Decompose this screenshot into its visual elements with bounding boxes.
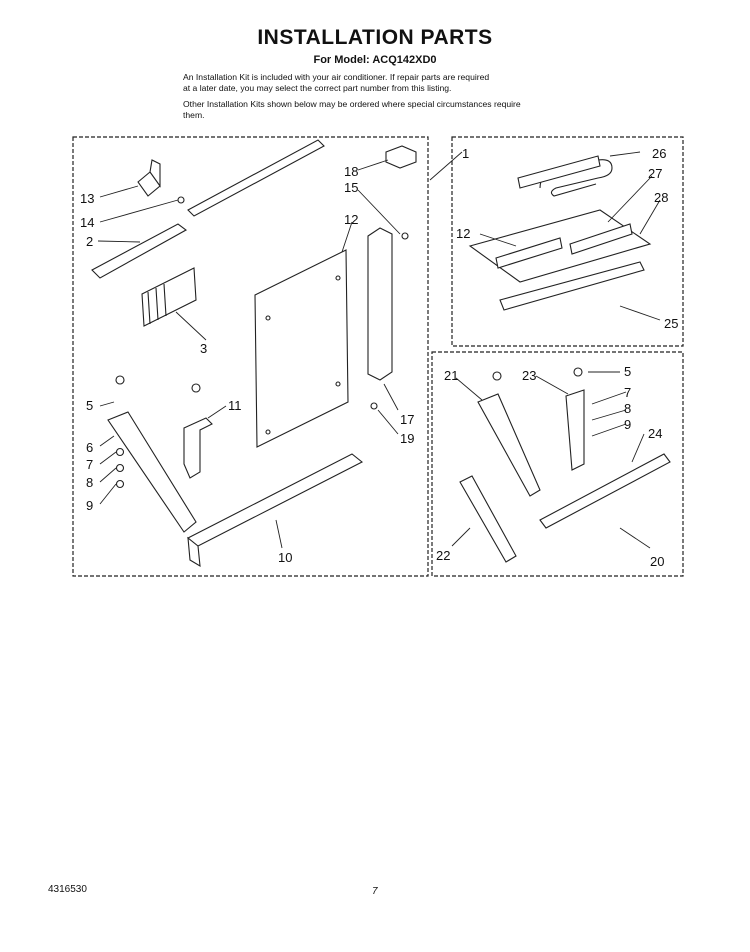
callout-9-main: 9 <box>86 498 93 513</box>
panel-hole <box>335 275 341 281</box>
screw-part <box>573 367 583 377</box>
screw-part <box>401 232 409 240</box>
callout-25: 25 <box>664 316 678 331</box>
callout-15: 15 <box>344 180 358 195</box>
callout-19: 19 <box>400 431 414 446</box>
panel-hole <box>265 315 271 321</box>
document-number: 4316530 <box>48 884 87 895</box>
callout-3: 3 <box>200 341 207 356</box>
lower-leg-part <box>459 475 517 563</box>
screw-part <box>370 402 378 410</box>
sill-angle-part <box>186 453 364 568</box>
page-title: INSTALLATION PARTS <box>257 26 493 49</box>
callout-7-kit: 7 <box>624 385 631 400</box>
callout-18: 18 <box>344 164 358 179</box>
panel-hole <box>335 381 341 387</box>
callout-20: 20 <box>650 554 664 569</box>
foam-kit-frame <box>451 136 684 347</box>
leader-lines <box>97 151 661 549</box>
side-rail-part <box>91 223 188 279</box>
panel-pleats <box>147 283 167 325</box>
callout-2: 2 <box>86 234 93 249</box>
intro-paragraph-2: Other Installation Kits shown below may … <box>183 99 623 121</box>
bracket-kit-frame <box>431 351 684 577</box>
screw-part <box>492 371 502 381</box>
top-rail-part <box>187 139 325 217</box>
leg-support-part <box>107 411 197 533</box>
washer-part <box>115 447 125 457</box>
accordion-panel-part <box>141 267 197 327</box>
mounting-bracket-part <box>137 159 161 197</box>
intro-line: Other Installation Kits shown below may … <box>183 99 521 109</box>
callout-8-kit: 8 <box>624 401 631 416</box>
part-drawings <box>91 139 671 568</box>
callout-28: 28 <box>654 190 668 205</box>
callout-6: 6 <box>86 440 93 455</box>
washer-part <box>115 463 125 473</box>
callout-1: 1 <box>462 146 469 161</box>
page-number: 7 <box>372 886 378 897</box>
callout-12-foam: 12 <box>456 226 470 241</box>
screw-part <box>191 383 201 393</box>
kit-frames <box>72 136 684 577</box>
callout-13: 13 <box>80 191 94 206</box>
callout-23: 23 <box>522 368 536 383</box>
callout-21: 21 <box>444 368 458 383</box>
sill-strip-part <box>499 261 645 311</box>
support-bracket-part <box>183 417 213 479</box>
filler-panel-part <box>254 249 349 448</box>
foam-strip-part <box>517 155 601 189</box>
nut-part <box>115 479 125 489</box>
long-angle-part <box>539 453 671 529</box>
foam-block-part <box>385 145 417 169</box>
callout-17: 17 <box>400 412 414 427</box>
intro-line: them. <box>183 110 205 120</box>
right-bracket-part <box>565 389 585 471</box>
callout-5-main: 5 <box>86 398 93 413</box>
panel-hole <box>265 429 271 435</box>
intro-line: An Installation Kit is included with you… <box>183 72 490 82</box>
intro-line: at a later date, you may select the corr… <box>183 83 452 93</box>
callout-8-main: 8 <box>86 475 93 490</box>
callout-12-main: 12 <box>344 212 358 227</box>
screw-part <box>177 196 185 204</box>
callout-27: 27 <box>648 166 662 181</box>
model-line: For Model: ACQ142XD0 <box>313 54 437 66</box>
callout-10: 10 <box>278 550 292 565</box>
left-bracket-part <box>477 393 541 497</box>
callout-5-kit: 5 <box>624 364 631 379</box>
screw-part <box>115 375 125 385</box>
callout-22: 22 <box>436 548 450 563</box>
foam-bar-part <box>569 223 633 255</box>
foam-bar-part <box>495 237 563 269</box>
callout-7-main: 7 <box>86 457 93 472</box>
callout-24: 24 <box>648 426 662 441</box>
callout-26: 26 <box>652 146 666 161</box>
vertical-channel-part <box>367 227 393 381</box>
callout-labels: 13 14 2 3 18 15 12 1 5 11 6 7 8 9 17 19 … <box>80 146 678 569</box>
main-kit-frame <box>72 136 429 577</box>
callout-14: 14 <box>80 215 94 230</box>
callout-11: 11 <box>228 398 242 413</box>
callout-9-kit: 9 <box>624 417 631 432</box>
intro-paragraph-1: An Installation Kit is included with you… <box>183 72 623 94</box>
